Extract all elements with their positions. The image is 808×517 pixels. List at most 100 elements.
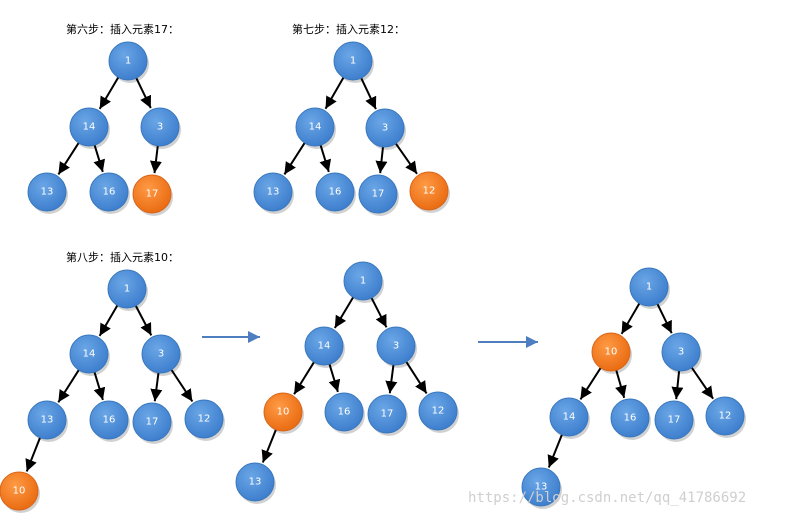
node-circle bbox=[358, 174, 398, 214]
node-label: 17 bbox=[381, 409, 394, 420]
step8b-node-1: 1 bbox=[343, 261, 384, 303]
step6-title: 第六步：插入元素17： bbox=[66, 22, 179, 36]
step8c-edge bbox=[671, 369, 684, 400]
step8c-node-10: 10 bbox=[591, 332, 632, 374]
node-label: 13 bbox=[41, 187, 54, 198]
tree-edges bbox=[25, 75, 714, 472]
inserted-node-circle bbox=[263, 392, 303, 432]
step8-title: 第八步：插入元素10： bbox=[66, 250, 179, 264]
step7-edge bbox=[375, 145, 388, 174]
step8b-edge bbox=[261, 428, 278, 463]
step6-node-13: 13 bbox=[27, 172, 68, 214]
step6-edge bbox=[149, 144, 162, 174]
node-circle bbox=[253, 172, 293, 212]
node-circle bbox=[107, 269, 147, 309]
node-circle bbox=[654, 400, 694, 440]
node-circle bbox=[184, 399, 224, 439]
step8a-edge bbox=[25, 436, 42, 472]
node-label: 16 bbox=[624, 413, 637, 424]
step8c-node-14: 14 bbox=[549, 397, 590, 439]
step8a-edge bbox=[93, 370, 106, 401]
node-circle bbox=[27, 400, 67, 440]
node-label: 14 bbox=[309, 122, 322, 133]
node-circle bbox=[140, 107, 180, 147]
node-circle bbox=[661, 332, 701, 372]
node-circle bbox=[141, 334, 181, 374]
node-label: 1 bbox=[124, 284, 130, 295]
step8a-node-1: 1 bbox=[107, 269, 148, 311]
step6-node-17: 17 bbox=[132, 174, 173, 216]
node-label: 3 bbox=[157, 122, 163, 133]
node-label: 17 bbox=[668, 415, 681, 426]
step8b-edge bbox=[385, 363, 398, 394]
step8a-edge bbox=[134, 304, 153, 336]
step8c-edge bbox=[579, 366, 603, 400]
step8b-edge bbox=[370, 296, 388, 328]
step8c-edge bbox=[547, 433, 564, 468]
step8a-edge bbox=[98, 303, 119, 337]
node-label: 13 bbox=[267, 187, 280, 198]
node-label: 16 bbox=[103, 187, 116, 198]
node-label: 10 bbox=[13, 486, 26, 497]
node-circle bbox=[108, 41, 148, 81]
step6-edge bbox=[57, 141, 81, 175]
node-label: 13 bbox=[249, 477, 262, 488]
node-label: 12 bbox=[198, 414, 211, 425]
node-circle bbox=[304, 326, 344, 366]
node-label: 1 bbox=[360, 276, 366, 287]
step7-node-3: 3 bbox=[365, 108, 406, 150]
node-label: 1 bbox=[125, 56, 131, 67]
step8b-node-16: 16 bbox=[324, 392, 365, 434]
step6-node-1: 1 bbox=[108, 41, 149, 83]
node-circle bbox=[27, 172, 67, 212]
node-label: 13 bbox=[535, 482, 548, 493]
node-circle bbox=[333, 41, 373, 81]
step8b-edge bbox=[404, 360, 428, 394]
step8a-edge bbox=[150, 371, 163, 402]
node-label: 16 bbox=[338, 407, 351, 418]
node-label: 1 bbox=[350, 56, 356, 67]
node-circle bbox=[610, 398, 650, 438]
node-circle bbox=[367, 394, 407, 434]
step8b-edge bbox=[293, 360, 316, 395]
node-label: 17 bbox=[372, 189, 385, 200]
step8b-node-3: 3 bbox=[376, 326, 417, 368]
node-circle bbox=[89, 400, 129, 440]
step8b-edge bbox=[333, 295, 355, 329]
step8a-node-14: 14 bbox=[69, 334, 110, 376]
node-label: 3 bbox=[158, 349, 164, 360]
node-label: 1 bbox=[646, 282, 652, 293]
step8c-node-13: 13 bbox=[521, 467, 562, 509]
step8b-node-10: 10 bbox=[263, 392, 304, 434]
step8c-node-17: 17 bbox=[654, 400, 695, 442]
node-circle bbox=[365, 108, 405, 148]
node-label: 14 bbox=[563, 412, 576, 423]
step8b-node-17: 17 bbox=[367, 394, 408, 436]
node-label: 3 bbox=[678, 347, 684, 358]
step8b-edge bbox=[328, 362, 341, 393]
step8c-edge bbox=[620, 301, 641, 335]
node-circle bbox=[324, 392, 364, 432]
step6-edge bbox=[134, 76, 152, 109]
node-circle bbox=[69, 107, 109, 147]
step8c-node-3: 3 bbox=[661, 332, 702, 374]
node-circle bbox=[705, 396, 745, 436]
step8c-node-12: 12 bbox=[705, 396, 746, 438]
step8a-node-10: 10 bbox=[0, 471, 40, 513]
node-circle bbox=[521, 467, 561, 507]
step8a-node-17: 17 bbox=[132, 402, 173, 444]
step6-edge bbox=[98, 75, 120, 110]
node-circle bbox=[89, 172, 129, 212]
step8a-node-12: 12 bbox=[184, 399, 225, 441]
node-label: 17 bbox=[146, 417, 159, 428]
node-circle bbox=[376, 326, 416, 366]
node-label: 14 bbox=[83, 122, 96, 133]
node-label: 12 bbox=[719, 411, 732, 422]
node-circle bbox=[418, 391, 458, 431]
step8a-node-13: 13 bbox=[27, 400, 68, 442]
step8c-edge bbox=[615, 369, 627, 399]
step8b-node-12: 12 bbox=[418, 391, 459, 433]
node-label: 10 bbox=[605, 347, 618, 358]
node-label: 3 bbox=[393, 341, 399, 352]
